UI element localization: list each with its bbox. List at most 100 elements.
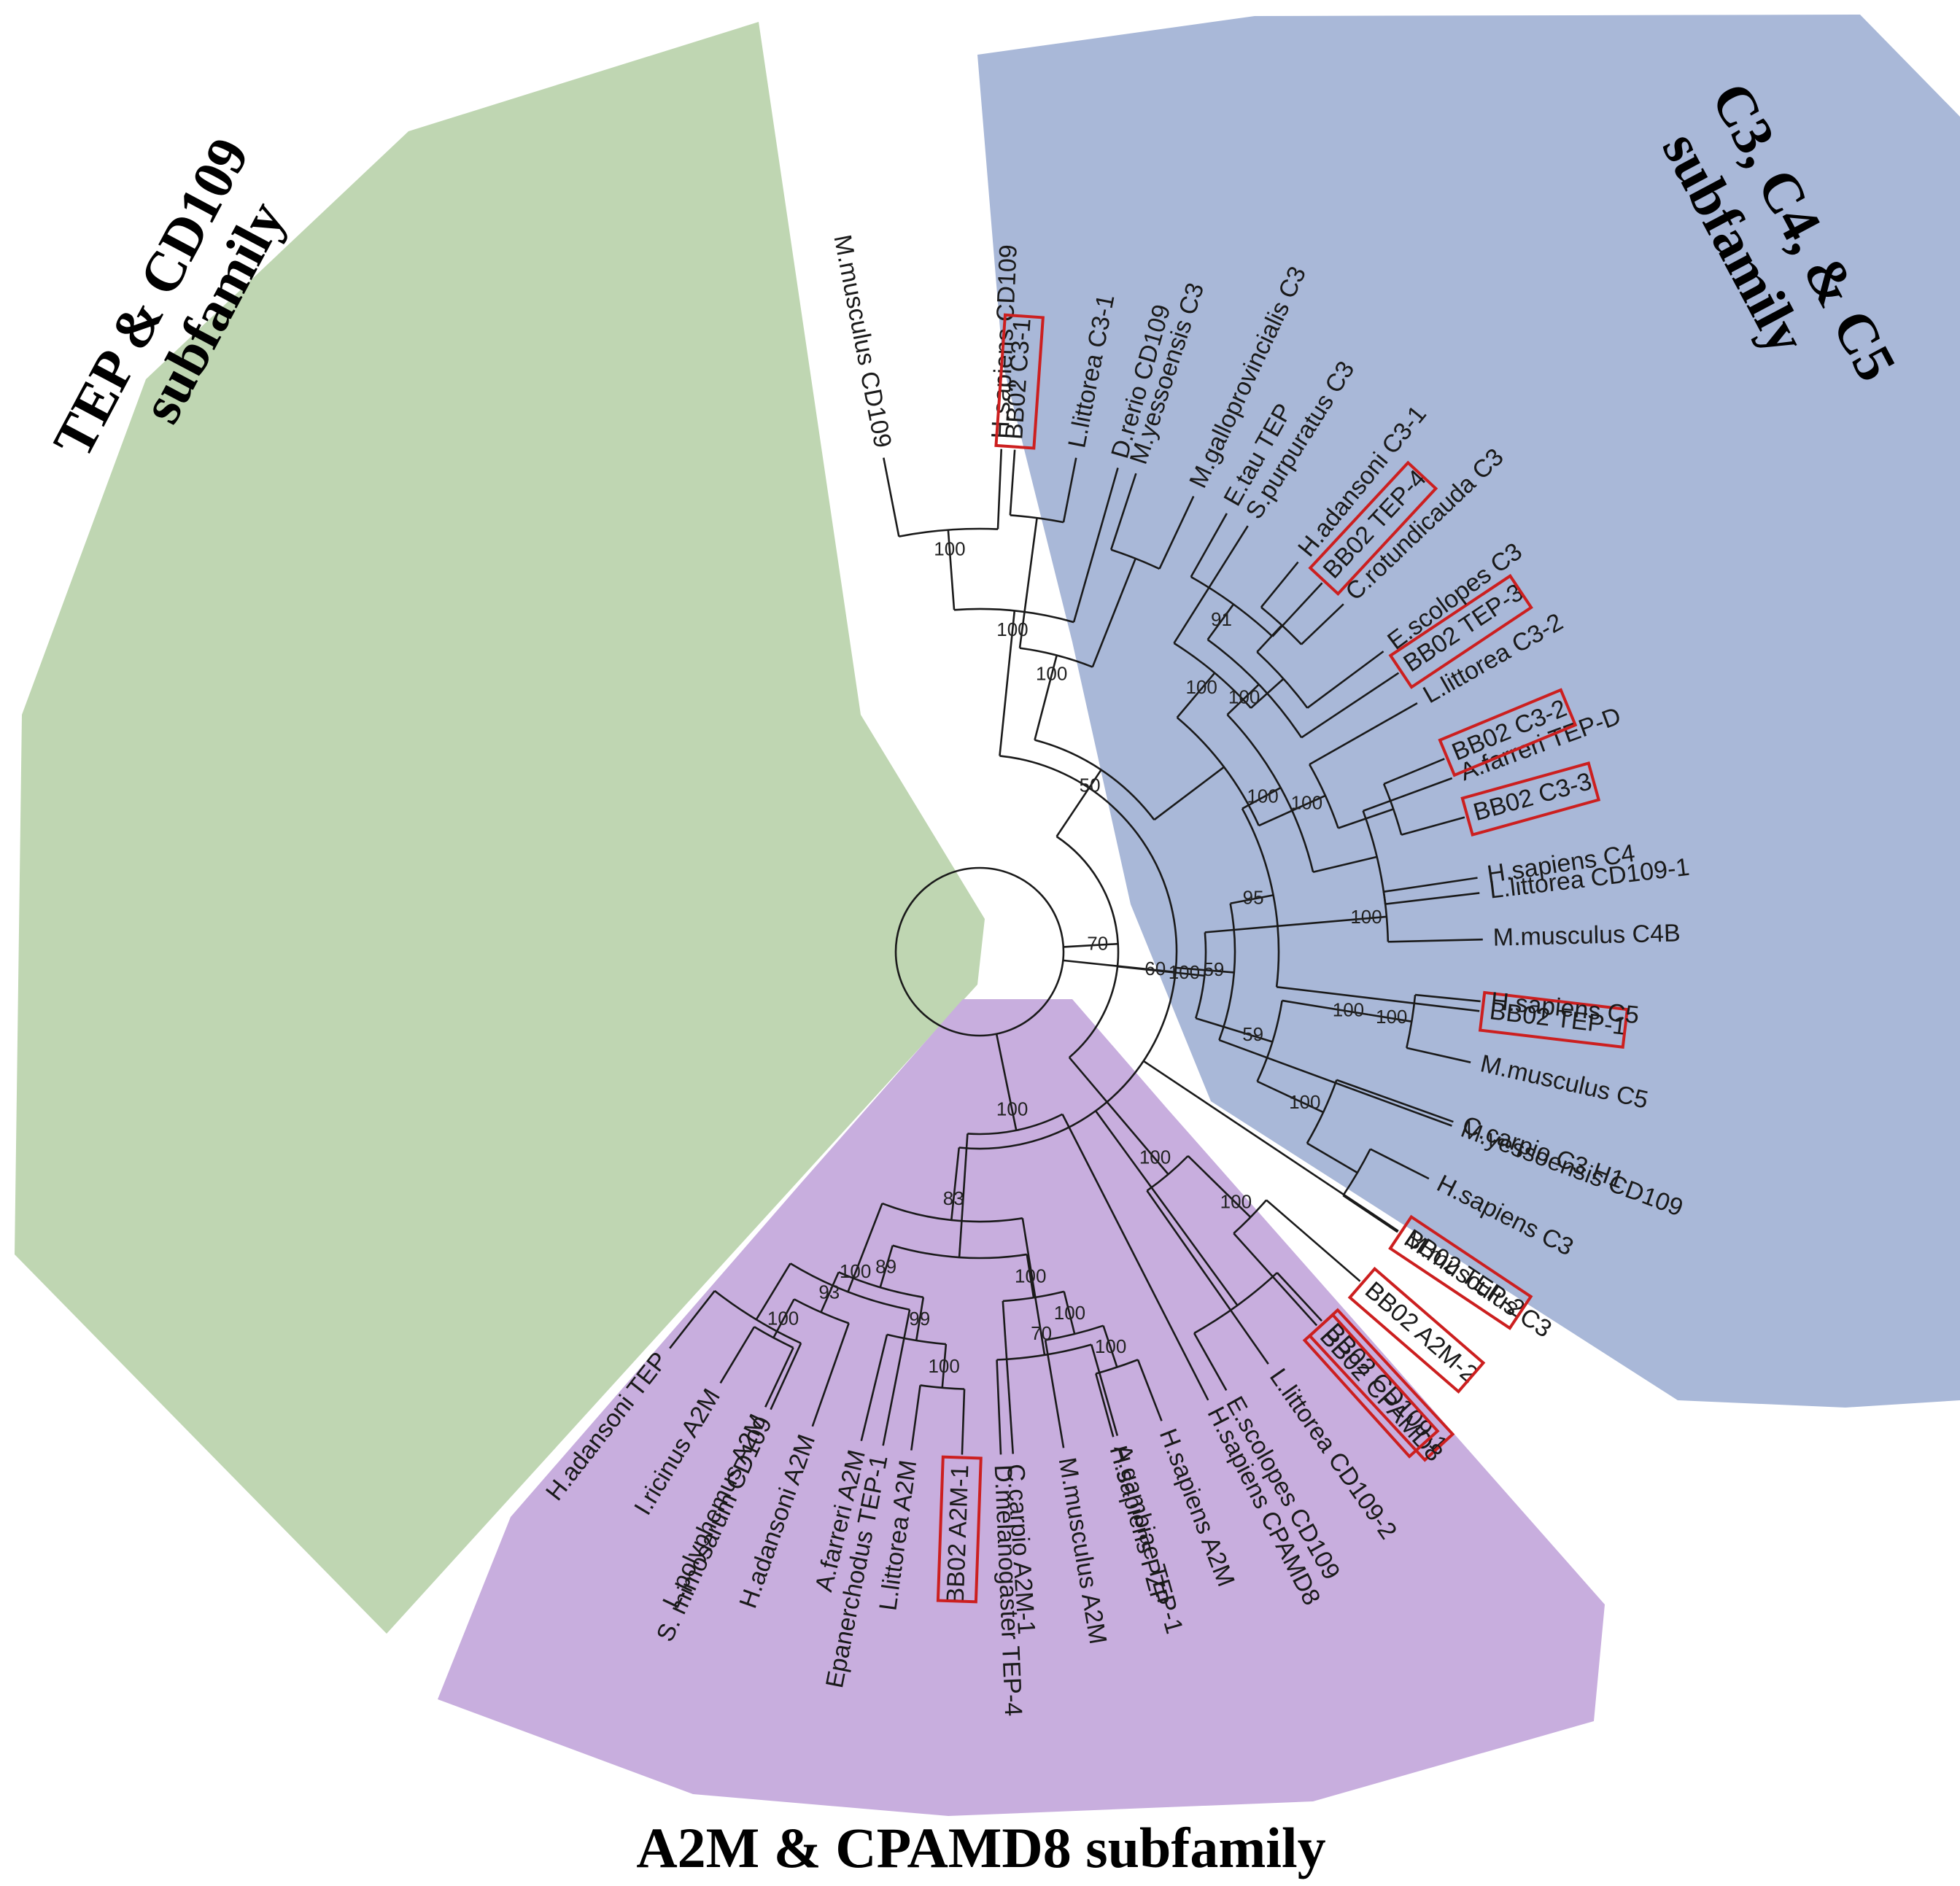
support-value: 91 [1211, 608, 1232, 630]
branch-line [764, 1347, 794, 1408]
branch-line [996, 1359, 1002, 1455]
branch-line [1256, 1080, 1324, 1114]
branch-line [958, 1133, 969, 1258]
branch-line [1044, 1340, 1065, 1448]
branch-line [1266, 1199, 1361, 1282]
branch-arc [1218, 903, 1236, 1041]
branch-line [1336, 1079, 1454, 1123]
c3-clade-background [977, 15, 1960, 1408]
highlight-box [994, 313, 1045, 450]
support-value: 59 [1203, 958, 1224, 980]
support-value: 100 [1350, 906, 1382, 928]
a2m-title: A2M & CPAMD8 subfamily [636, 1816, 1325, 1879]
support-value: 89 [875, 1255, 896, 1277]
branch-line [1068, 1057, 1169, 1175]
branch-line [1187, 1155, 1252, 1218]
support-value: 100 [1169, 961, 1200, 983]
branch-line [1173, 525, 1249, 644]
branch-arc [1146, 1155, 1189, 1192]
branch-line [1401, 816, 1465, 836]
branch-line [1062, 457, 1077, 523]
branch-line [1282, 999, 1369, 1016]
branch-arc [1055, 835, 1120, 1058]
support-value: 93 [818, 1281, 840, 1303]
highlight-box [1347, 1266, 1486, 1394]
branch-line [1276, 1272, 1322, 1322]
branch-line [1021, 1218, 1046, 1356]
branch-arc [838, 1271, 924, 1299]
branch-line [1256, 624, 1283, 653]
branch-arc [1019, 647, 1093, 668]
branch-line [1176, 672, 1216, 718]
support-value: 100 [1376, 1006, 1407, 1028]
support-value: 100 [996, 618, 1028, 640]
branch-line [961, 1389, 966, 1455]
branch-line [947, 529, 956, 610]
branch-line [1117, 965, 1205, 977]
support-value: 100 [767, 1307, 799, 1329]
branch-line [1034, 655, 1058, 740]
support-value: 100 [1291, 791, 1322, 813]
support-value: 83 [943, 1187, 964, 1209]
branch-line [1063, 942, 1118, 948]
branch-line [1383, 758, 1445, 785]
highlight-box [1308, 460, 1438, 596]
branch-arc [1226, 714, 1314, 873]
branch-arc [996, 1343, 1092, 1361]
branch-line [1091, 1344, 1119, 1437]
branch-line [1109, 473, 1137, 551]
branch-arc [953, 608, 1074, 624]
branch-arc [892, 1244, 1028, 1260]
branch-arc [1190, 575, 1274, 637]
branch-arc [1034, 739, 1155, 820]
highlight-box [1460, 761, 1601, 837]
branch-line [1312, 855, 1377, 874]
branch-line [999, 610, 1016, 756]
branch-arc [713, 1289, 802, 1344]
branch-line [1102, 1325, 1118, 1368]
branch-line [879, 1245, 894, 1288]
branch-line [1368, 1013, 1412, 1022]
branch-line [1385, 892, 1480, 905]
branch-line [1276, 986, 1480, 1012]
branch-line [883, 457, 900, 537]
support-value: 99 [909, 1308, 930, 1330]
branch-line [1136, 1359, 1163, 1421]
branch-line [910, 1385, 921, 1451]
root-circle [894, 866, 1065, 1037]
highlight-box [1388, 573, 1533, 689]
support-value: 95 [1243, 887, 1264, 909]
highlight-box [1438, 688, 1578, 777]
highlight-box [1478, 990, 1630, 1049]
branch-line [1026, 1254, 1035, 1298]
branch-line [1158, 495, 1195, 570]
branch-line [1146, 1190, 1269, 1365]
branch-line [1258, 794, 1326, 827]
branch-line [1306, 1142, 1358, 1174]
branch-arc [1173, 642, 1252, 709]
branch-line [915, 1297, 925, 1341]
clade-backgrounds [15, 15, 1960, 1816]
support-value: 100 [1054, 1302, 1085, 1324]
branch-arc [1306, 1079, 1338, 1144]
tree-branches [669, 449, 1483, 1455]
branch-line [996, 449, 1003, 529]
branch-line [1414, 993, 1481, 1003]
branch-arc [1193, 1272, 1278, 1335]
branch-arc [1110, 548, 1161, 570]
branch-line [1055, 769, 1102, 837]
highlight-box [936, 1455, 983, 1604]
branch-line [1195, 1017, 1273, 1043]
branch-line [941, 1343, 948, 1388]
branch-arc [1241, 808, 1280, 987]
branch-arc [789, 1262, 910, 1311]
tep-clade-background [15, 22, 985, 1634]
branch-line [669, 1290, 716, 1349]
support-value: 100 [1289, 1091, 1320, 1113]
branch-arc [899, 527, 999, 538]
branch-arc [967, 1113, 1064, 1136]
support-value: 100 [1333, 999, 1364, 1021]
branch-line [719, 1326, 756, 1384]
support-value: 100 [1139, 1146, 1171, 1168]
